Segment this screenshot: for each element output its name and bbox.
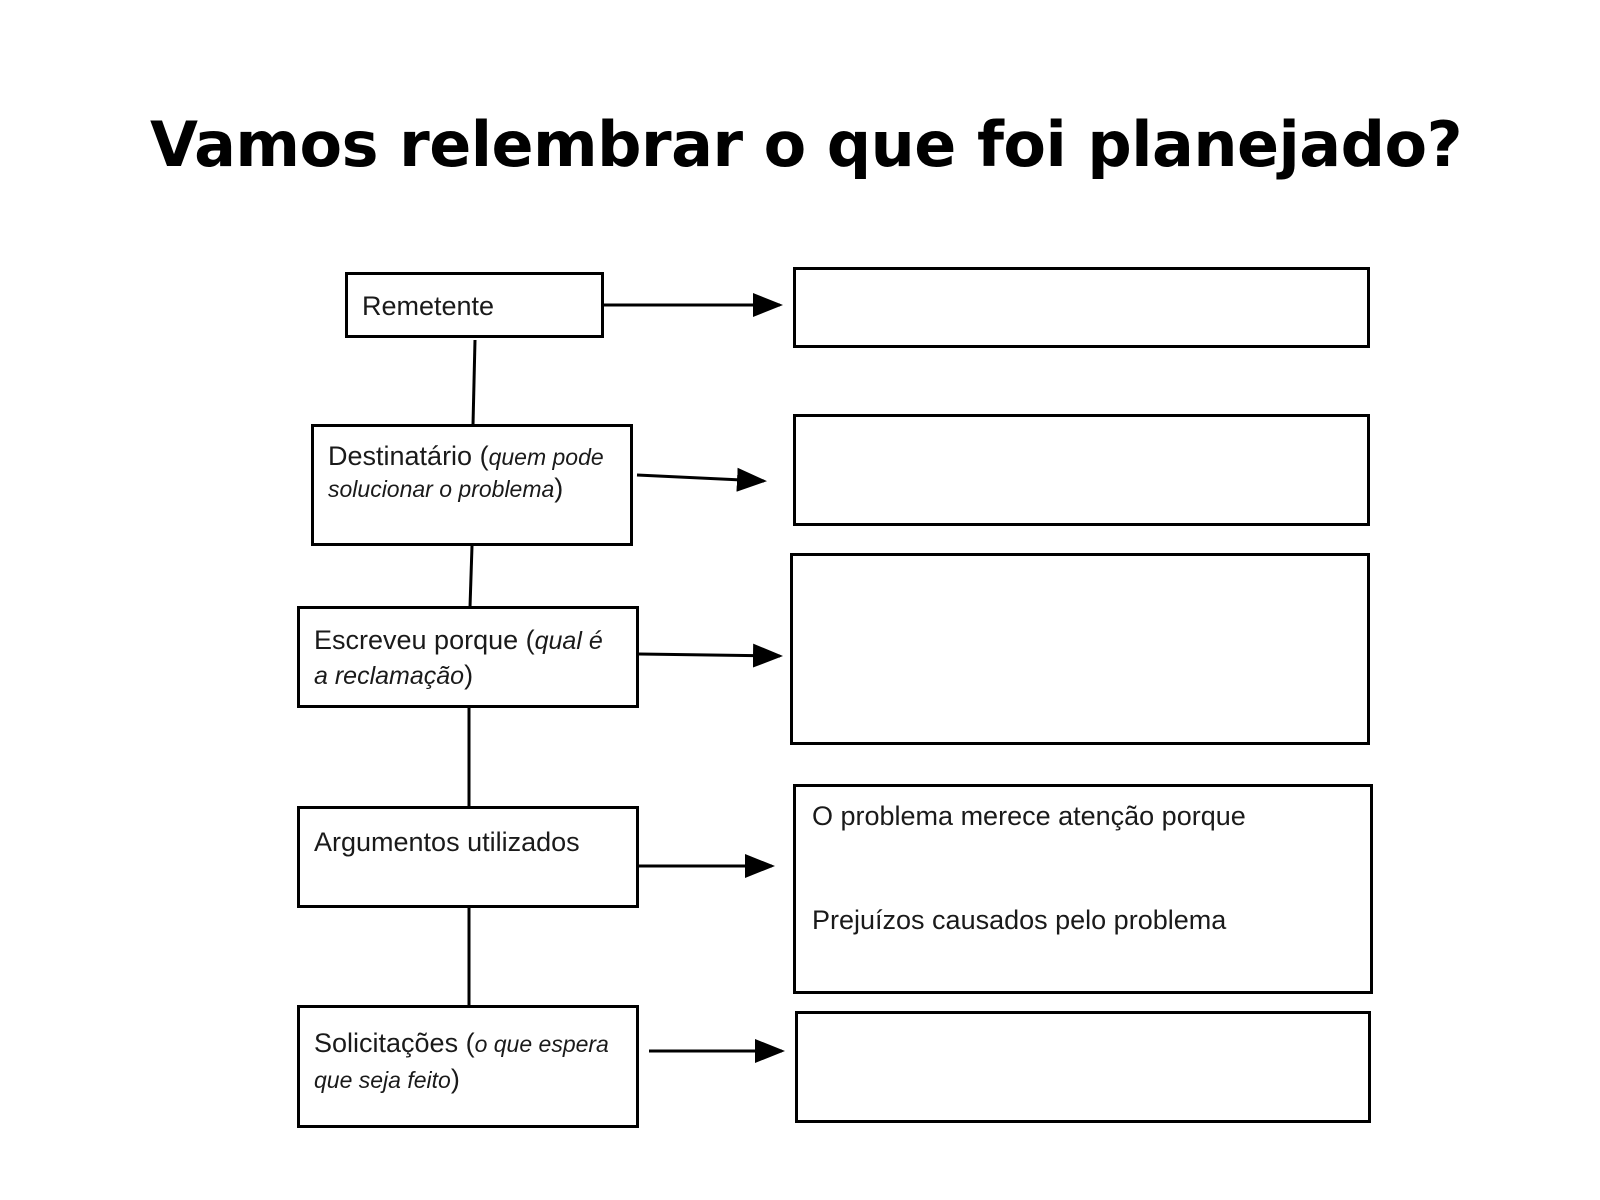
answer-box-escreveu-porque[interactable] bbox=[790, 553, 1370, 745]
link-destinatario-escreveu bbox=[468, 545, 474, 608]
answer-box-destinatario[interactable] bbox=[793, 414, 1370, 526]
answer-box-remetente[interactable] bbox=[793, 267, 1370, 348]
answer-line-atencao: O problema merece atenção porque bbox=[812, 801, 1246, 831]
step-destinatario: Destinatário (quem pode solucionar o pro… bbox=[311, 424, 633, 546]
step-solicitacoes: Solicitações (o que espera que seja feit… bbox=[297, 1005, 639, 1128]
step-argumentos: Argumentos utilizados bbox=[297, 806, 639, 908]
page-title: Vamos relembrar o que foi planejado? bbox=[150, 108, 1463, 181]
step-note-close: ) bbox=[450, 1063, 460, 1094]
step-escreveu-porque: Escreveu porque (qual é a reclamação) bbox=[297, 606, 639, 708]
step-label: Destinatário ( bbox=[328, 441, 489, 471]
arrow-destinatario bbox=[636, 467, 767, 492]
step-label: Escreveu porque ( bbox=[314, 625, 535, 655]
step-note: quem pode solucionar o problema bbox=[328, 444, 604, 502]
step-note-close: ) bbox=[554, 472, 564, 503]
step-note: qual é a reclamação bbox=[314, 627, 603, 690]
answer-line-prejuizos: Prejuízos causados pelo problema bbox=[812, 905, 1227, 935]
step-label: Solicitações ( bbox=[314, 1028, 475, 1058]
step-note: o que espera que seja feito bbox=[314, 1031, 609, 1093]
answer-box-solicitacoes[interactable] bbox=[795, 1011, 1371, 1123]
answer-box-argumentos[interactable]: O problema merece atenção porque Prejuíz… bbox=[793, 784, 1373, 994]
step-remetente: Remetente bbox=[345, 272, 604, 338]
step-label: Remetente bbox=[362, 291, 495, 321]
link-remetente-destinatario bbox=[471, 339, 477, 426]
step-note-close: ) bbox=[464, 659, 474, 690]
step-label: Argumentos utilizados bbox=[314, 827, 580, 857]
arrow-escreveu bbox=[638, 643, 783, 668]
